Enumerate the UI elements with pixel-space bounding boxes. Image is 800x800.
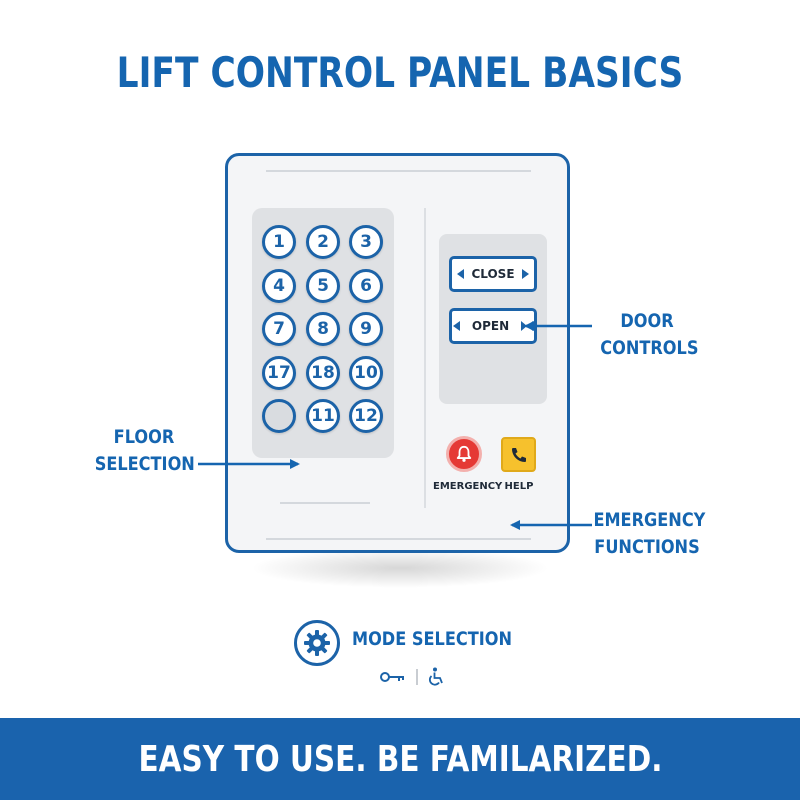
panel-bottom-line <box>266 538 531 540</box>
floor-button-10[interactable]: 10 <box>349 356 383 390</box>
bell-icon <box>456 445 472 462</box>
floor-button-8[interactable]: 8 <box>306 312 340 346</box>
floor-button-9[interactable]: 9 <box>349 312 383 346</box>
gear-icon <box>304 630 330 656</box>
floor-keypad: 1 2 3 4 5 6 7 8 9 17 18 10 11 12 <box>252 208 394 458</box>
left-triangle-icon <box>457 269 465 279</box>
emergency-label: EMERGENCY <box>433 481 503 492</box>
floor-selection-callout-line2: SELECTION <box>94 453 195 475</box>
floor-button-5[interactable]: 5 <box>306 269 340 303</box>
mode-options <box>380 667 443 686</box>
close-door-label: CLOSE <box>471 267 515 281</box>
door-controls-callout: DOOR CONTROLS <box>600 308 699 362</box>
floor-button-1[interactable]: 1 <box>262 225 296 259</box>
floor-button-18[interactable]: 18 <box>306 356 340 390</box>
emergency-functions-callout-line2: FUNCTIONS <box>594 536 700 558</box>
floor-button-4[interactable]: 4 <box>262 269 296 303</box>
door-controls-callout-line2: CONTROLS <box>600 337 699 359</box>
key-icon <box>380 672 404 682</box>
mode-selection-label: MODE SELECTION <box>352 628 512 650</box>
right-triangle-icon <box>521 269 529 279</box>
door-controls-callout-line1: DOOR <box>620 310 674 332</box>
emergency-button[interactable] <box>446 436 482 472</box>
floor-selection-callout: FLOOR SELECTION <box>94 424 195 478</box>
floor-button-2[interactable]: 2 <box>306 225 340 259</box>
panel-shadow <box>250 548 550 588</box>
footer-banner: EASY TO USE. BE FAMILARIZED. <box>0 718 800 800</box>
close-door-button[interactable]: CLOSE <box>449 256 537 292</box>
open-door-label: OPEN <box>471 319 510 333</box>
floor-button-12[interactable]: 12 <box>349 399 383 433</box>
floor-button-6[interactable]: 6 <box>349 269 383 303</box>
page-title: LIFT CONTROL PANEL BASICS <box>116 48 684 97</box>
floor-button-11[interactable]: 11 <box>306 399 340 433</box>
panel-top-line <box>266 170 531 172</box>
phone-icon <box>511 447 526 462</box>
floor-button-7[interactable]: 7 <box>262 312 296 346</box>
mode-selection-button[interactable] <box>294 620 340 666</box>
floor-button-17[interactable]: 17 <box>262 356 296 390</box>
floor-selection-callout-line1: FLOOR <box>113 426 175 448</box>
keypad-base-line <box>280 502 370 504</box>
panel-divider <box>424 208 426 508</box>
emergency-functions-callout-line1: EMERGENCY <box>593 509 706 531</box>
floor-button-blank[interactable] <box>262 399 296 433</box>
floor-button-3[interactable]: 3 <box>349 225 383 259</box>
help-button[interactable] <box>501 437 536 472</box>
footer-text: EASY TO USE. BE FAMILARIZED. <box>138 738 662 780</box>
control-panel: 1 2 3 4 5 6 7 8 9 17 18 10 11 12 CLOSE O… <box>225 153 570 553</box>
emergency-functions-callout: EMERGENCY FUNCTIONS <box>593 507 706 561</box>
door-controls-box: CLOSE OPEN <box>439 234 547 404</box>
wheelchair-icon <box>429 667 443 686</box>
left-triangle-icon <box>452 321 460 331</box>
help-label: HELP <box>504 481 534 492</box>
